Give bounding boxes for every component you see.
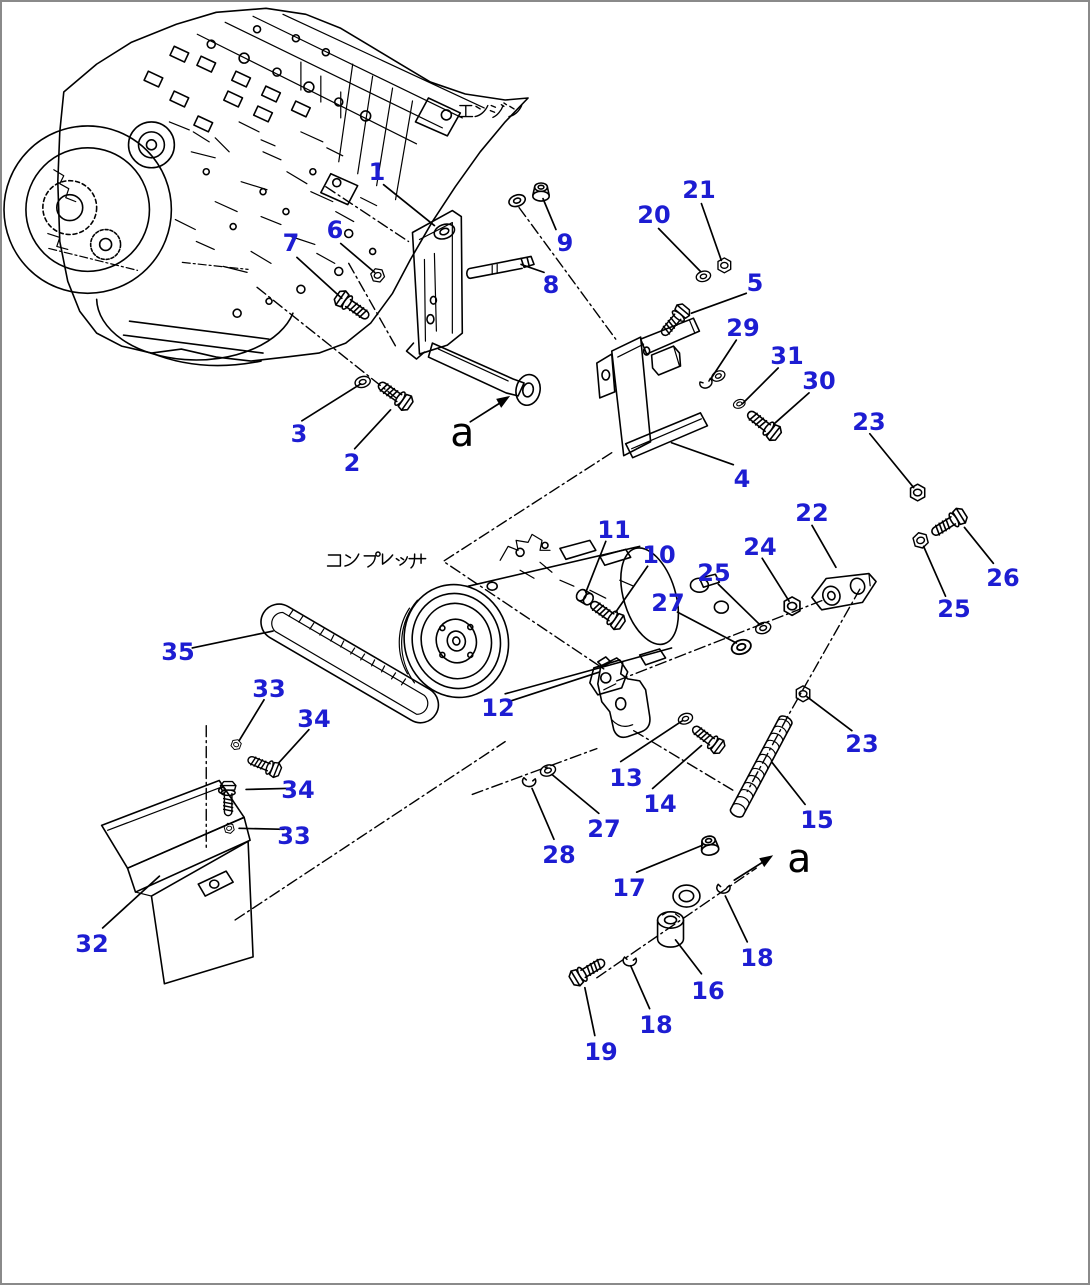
view-letter: a bbox=[786, 836, 812, 882]
part-number-callout: 3 bbox=[290, 420, 308, 448]
part-number-callout: 10 bbox=[642, 541, 676, 569]
part-number-callout: 13 bbox=[609, 764, 643, 792]
engine-label-jp bbox=[458, 102, 523, 119]
view-arrow-a2 bbox=[733, 855, 774, 881]
part-number-callout: 20 bbox=[637, 201, 671, 229]
belt-cover-part32 bbox=[100, 779, 254, 985]
drawing-number: JMJ00595 bbox=[917, 1238, 991, 1253]
engine-illustration bbox=[3, 7, 529, 367]
part-number-callout: 28 bbox=[542, 841, 576, 869]
part-number-callout: 5 bbox=[746, 269, 764, 297]
collar-part16 bbox=[656, 911, 685, 948]
clamp-part22 bbox=[811, 572, 877, 611]
part-number-callout: 29 bbox=[726, 314, 760, 342]
fasteners bbox=[219, 182, 970, 989]
center-lines bbox=[205, 185, 861, 979]
part-number-callout: 4 bbox=[733, 465, 751, 493]
part-number-callout: 30 bbox=[802, 367, 836, 395]
compressor-bracket-part1 bbox=[405, 193, 541, 407]
part-number-callout: 21 bbox=[682, 176, 716, 204]
part-number-callout: 2 bbox=[343, 449, 361, 477]
part-number-callout: 7 bbox=[282, 229, 300, 257]
part-number-callout: 25 bbox=[697, 559, 731, 587]
part-number-callout: 19 bbox=[584, 1038, 618, 1066]
part-number-callout: 33 bbox=[277, 822, 311, 850]
part-number-callout: 24 bbox=[743, 533, 777, 561]
part-number-callout: 35 bbox=[161, 638, 195, 666]
part-number-callout: 26 bbox=[986, 564, 1020, 592]
part-number-callout: 6 bbox=[326, 216, 344, 244]
view-letter: a bbox=[449, 410, 475, 456]
part-number-callout: 18 bbox=[639, 1011, 673, 1039]
part-number-callout: 33 bbox=[252, 675, 286, 703]
leader-lines bbox=[101, 183, 995, 1037]
part-number-callout: 14 bbox=[643, 790, 677, 818]
part-number-callout: 34 bbox=[281, 776, 315, 804]
tension-bracket-part12 bbox=[597, 656, 651, 739]
part-number-callout: 12 bbox=[481, 694, 515, 722]
v-belt bbox=[260, 603, 440, 724]
part-number-callout: 15 bbox=[800, 806, 834, 834]
compressor-label-jp bbox=[326, 551, 427, 569]
part-number-callout: 16 bbox=[691, 977, 725, 1005]
part-number-callout: 1 bbox=[368, 158, 386, 186]
part-number-callout: 17 bbox=[612, 874, 646, 902]
part-number-callout: 23 bbox=[852, 408, 886, 436]
part-number-callout: 11 bbox=[597, 516, 631, 544]
part-number-callout: 18 bbox=[740, 944, 774, 972]
view-arrow-a1 bbox=[469, 395, 511, 423]
part-number-callout: 31 bbox=[770, 342, 804, 370]
part-number-callout: 23 bbox=[845, 730, 879, 758]
part-number-callout: 9 bbox=[556, 229, 574, 257]
part-number-callout: 22 bbox=[795, 499, 829, 527]
part-number-callout: 25 bbox=[937, 595, 971, 623]
compressor-bracket-part4 bbox=[596, 317, 709, 459]
part-number-callout: 27 bbox=[587, 815, 621, 843]
part-number-callout: 32 bbox=[75, 930, 109, 958]
part-number-callout: 27 bbox=[651, 589, 685, 617]
compressor-label-en: Compressor bbox=[314, 577, 439, 600]
compressor-illustration bbox=[398, 533, 730, 699]
part-number-callout: 8 bbox=[542, 271, 560, 299]
part-number-callout: 34 bbox=[297, 705, 331, 733]
